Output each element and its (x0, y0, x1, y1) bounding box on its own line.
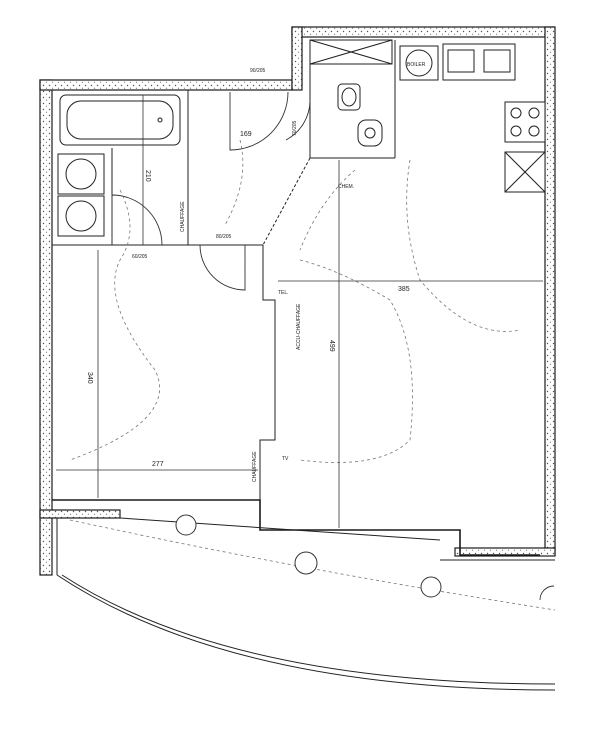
annotations: CHEM. TEL. TV ACCU-CHAUFFAGE CHAUFFAGE C… (132, 68, 354, 482)
wall-north-bath (39, 79, 293, 91)
tree-1 (175, 514, 197, 536)
dimensions: 210 169 340 277 499 385 (56, 95, 543, 528)
door-entry (229, 91, 289, 151)
label-radiator-b: CHAUFFAGE (252, 451, 258, 482)
boiler-label: BOILER (407, 62, 426, 68)
dim-bath-width: 210 (144, 170, 151, 182)
stove (504, 101, 546, 143)
bathroom-fixtures (57, 94, 181, 237)
wall-hall-diagonal (262, 157, 311, 246)
tree-3 (420, 576, 442, 598)
exterior-walls (39, 26, 556, 576)
label-door-bath: 60/205 (132, 254, 148, 260)
kitchen-fixtures: BOILER (399, 43, 546, 193)
tree-2 (294, 551, 318, 575)
label-tel: TEL. (278, 290, 289, 296)
wall-south-terrace (454, 547, 556, 557)
label-heating: ACCU-CHAUFFAGE (296, 303, 302, 350)
label-door-top: 90/205 (250, 68, 266, 74)
wall-bedroom-east (259, 245, 276, 500)
door-bathroom (111, 194, 163, 246)
label-door-wc: 70/205 (292, 120, 298, 136)
label-tv: TV (282, 456, 289, 462)
wc-fixtures (309, 39, 393, 147)
label-radiator-a: CHAUFFAGE (180, 201, 186, 232)
dim-living-width: 385 (398, 286, 410, 293)
label-door-bed: 80/205 (216, 234, 232, 240)
door-terrace (539, 585, 555, 601)
terrace-edge-inner (61, 574, 556, 685)
kitchen-sink (442, 43, 516, 81)
door-bedroom (199, 244, 246, 291)
wall-bedroom-south (52, 499, 540, 556)
wall-west (39, 79, 53, 576)
terrace-edge-outer (56, 574, 556, 691)
sink-upper (57, 153, 105, 195)
wall-east (544, 26, 556, 556)
electrical-wiring (69, 139, 521, 463)
wall-south-left (39, 509, 121, 519)
toilet (337, 83, 361, 111)
dim-bedroom-height: 340 (86, 372, 93, 384)
terrace (56, 514, 556, 691)
wc-basin (357, 119, 383, 147)
label-chem: CHEM. (338, 184, 354, 190)
bathtub (59, 94, 181, 146)
dim-hall-width: 169 (240, 131, 252, 138)
sink-lower (57, 195, 105, 237)
wall-notch (291, 26, 303, 91)
dim-living-height: 499 (328, 340, 335, 352)
wall-north-kitchen (291, 26, 555, 38)
door-wc (285, 99, 311, 141)
dim-bedroom-width: 277 (152, 461, 164, 468)
doors (111, 91, 555, 601)
